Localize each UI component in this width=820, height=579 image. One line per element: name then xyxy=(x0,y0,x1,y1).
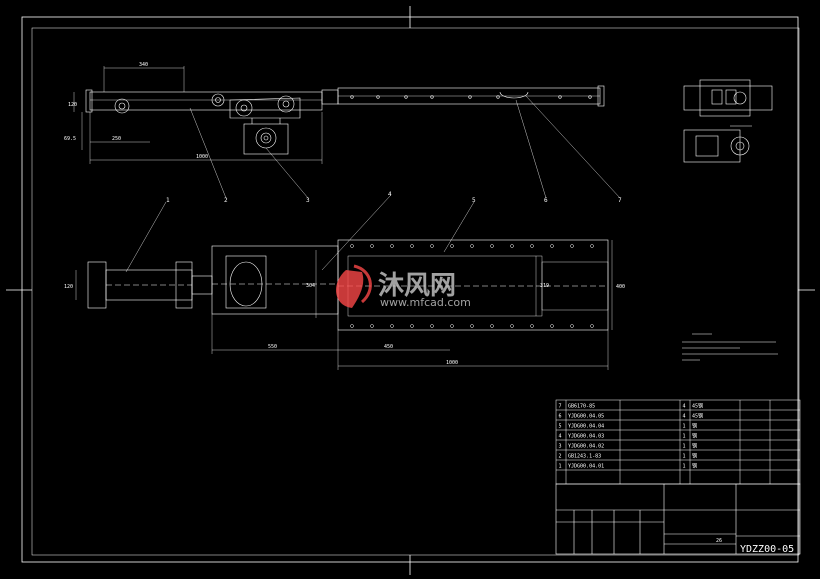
bom-cell-qty: 1 xyxy=(683,424,686,430)
bom-cell-code: YJDG00.04.02 xyxy=(568,444,604,450)
bom-cell-no: 6 xyxy=(559,414,562,420)
plan-view xyxy=(87,239,609,331)
dim-120-side: 120 xyxy=(68,102,77,108)
bom-cell-code: YJDG00.04.04 xyxy=(568,424,604,430)
side-view xyxy=(85,85,605,155)
bom-cell-material: 钢 xyxy=(692,453,697,460)
balloon-5: 5 xyxy=(472,197,476,204)
bom-cell-code: YJDG00.04.05 xyxy=(568,414,604,420)
bom-cell-material: 钢 xyxy=(692,463,697,470)
dim-450: 450 xyxy=(384,344,393,350)
bom-cell-qty: 4 xyxy=(683,404,686,410)
bom-cell-qty: 1 xyxy=(683,444,686,450)
bom-cell-qty: 1 xyxy=(683,454,686,460)
watermark-url: www.mfcad.com xyxy=(380,296,471,309)
bom-cell-material: 45钢 xyxy=(692,413,703,420)
bom-cell-no: 2 xyxy=(559,454,562,460)
plan-view-dimensions xyxy=(75,240,613,370)
bom-table xyxy=(555,399,801,485)
bom-cell-no: 5 xyxy=(559,424,562,430)
dim-1000-side: 1000 xyxy=(196,154,208,160)
watermark-brand: 沐风网 xyxy=(378,271,456,301)
watermark: 沐风网 www.mfcad.com xyxy=(335,264,471,309)
dim-304: 304 xyxy=(306,283,315,289)
centering-marks xyxy=(6,6,815,575)
bom-cell-code: YJDG00.04.03 xyxy=(568,434,604,440)
bom-cell-qty: 1 xyxy=(683,434,686,440)
dim-1000-plan: 1000 xyxy=(446,360,458,366)
bom-cell-no: 7 xyxy=(559,404,562,410)
title-block xyxy=(555,483,801,555)
side-view-leaders xyxy=(189,95,621,199)
bom-cell-code: YJDG00.04.01 xyxy=(568,464,604,470)
dim-400: 400 xyxy=(616,284,625,290)
bom-cell-no: 1 xyxy=(559,464,562,470)
bom-cell-material: 钢 xyxy=(692,443,697,450)
plan-view-leaders xyxy=(125,195,475,273)
dim-120-plan: 120 xyxy=(64,284,73,290)
end-views xyxy=(683,79,773,163)
bom-cell-qty: 1 xyxy=(683,464,686,470)
watermark-logo-icon xyxy=(335,270,364,308)
balloon-1: 1 xyxy=(166,197,170,204)
dim-69-5: 69.5 xyxy=(64,136,76,142)
balloon-6: 6 xyxy=(544,197,548,204)
balloon-3: 3 xyxy=(306,197,310,204)
balloon-4: 4 xyxy=(388,191,392,198)
dim-319: 319 xyxy=(540,283,549,289)
bom-cell-material: 钢 xyxy=(692,433,697,440)
bom-cell-material: 45钢 xyxy=(692,403,703,410)
sheet-count-label: 26 xyxy=(716,538,722,544)
side-view-dimensions xyxy=(73,66,323,164)
bom-cell-qty: 4 xyxy=(683,414,686,420)
bom-cell-no: 4 xyxy=(559,434,562,440)
bom-cell-code: GB1243.1-83 xyxy=(568,454,601,460)
technical-notes xyxy=(682,333,778,361)
dim-550: 550 xyxy=(268,344,277,350)
dim-250: 250 xyxy=(112,136,121,142)
balloon-7: 7 xyxy=(618,197,622,204)
bom-cell-code: GB6170-85 xyxy=(568,404,595,410)
dim-340: 340 xyxy=(139,62,148,68)
drawing-number: YDZZ00-05 xyxy=(740,544,794,555)
bom-cell-no: 3 xyxy=(559,444,562,450)
balloon-2: 2 xyxy=(224,197,228,204)
bom-cell-material: 钢 xyxy=(692,423,697,430)
